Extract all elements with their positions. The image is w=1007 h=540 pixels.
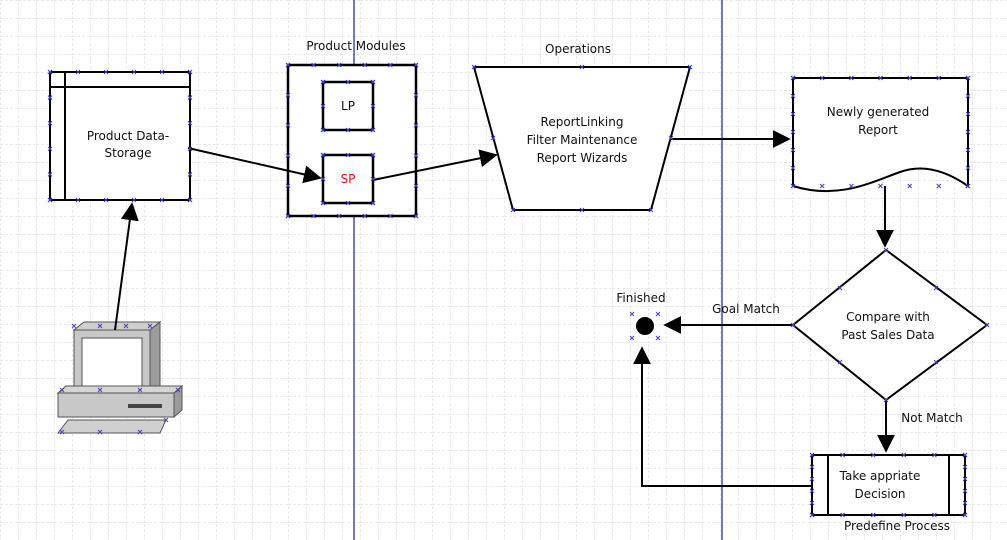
operations-shape[interactable]: ReportLinking Filter Maintenance Report … [474, 67, 690, 210]
not-match-label: Not Match [901, 411, 962, 425]
goal-match-label: Goal Match [712, 302, 780, 316]
storage-label-line2: Storage [105, 146, 152, 160]
process-shape[interactable]: Take appriate Decision [812, 455, 965, 515]
lp-label: LP [341, 99, 355, 113]
process-line2: Decision [854, 487, 905, 501]
operations-line2: Filter Maintenance [527, 133, 638, 147]
storage-shape[interactable]: Product Data- Storage [50, 72, 190, 200]
decision-line1: Compare with [846, 310, 930, 324]
sp-box[interactable]: SP [323, 155, 373, 203]
process-line1: Take appriate [839, 469, 921, 483]
lp-box[interactable]: LP [323, 82, 373, 130]
operations-label: Operations [545, 42, 611, 56]
decision-line2: Past Sales Data [841, 328, 934, 342]
sp-label: SP [341, 172, 356, 186]
report-line1: Newly generated [827, 105, 929, 119]
report-line2: Report [858, 123, 898, 137]
storage-label-line1: Product Data- [87, 129, 169, 143]
operations-line3: Report Wizards [537, 151, 628, 165]
predefine-process-label: Predefine Process [844, 519, 950, 533]
finished-label: Finished [616, 291, 665, 305]
operations-line1: ReportLinking [541, 115, 624, 129]
product-modules-label: Product Modules [306, 39, 405, 53]
